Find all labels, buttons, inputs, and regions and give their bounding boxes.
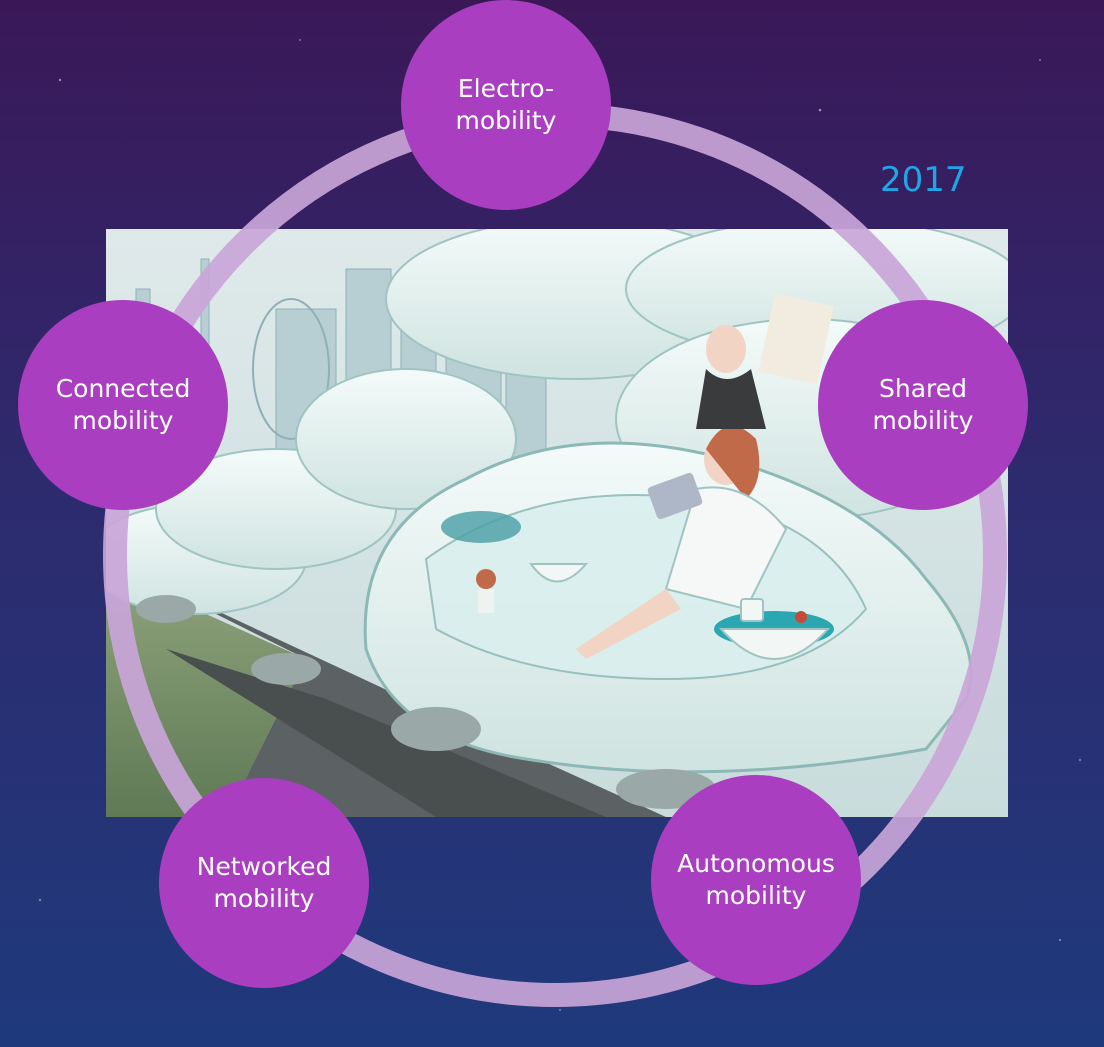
node-electro-mobility: Electro- mobility xyxy=(401,0,611,210)
node-label: Networked mobility xyxy=(196,852,332,913)
node-label: Connected mobility xyxy=(55,374,191,435)
node-connected-mobility: Connected mobility xyxy=(18,300,228,510)
node-shared-mobility: Shared mobility xyxy=(818,300,1028,510)
node-label: Electro- mobility xyxy=(455,74,557,135)
year-label: 2017 xyxy=(880,160,967,200)
node-networked-mobility: Networked mobility xyxy=(159,778,369,988)
node-label: Shared mobility xyxy=(872,374,974,435)
node-autonomous-mobility: Autonomous mobility xyxy=(651,775,861,985)
node-label: Autonomous mobility xyxy=(677,849,835,910)
